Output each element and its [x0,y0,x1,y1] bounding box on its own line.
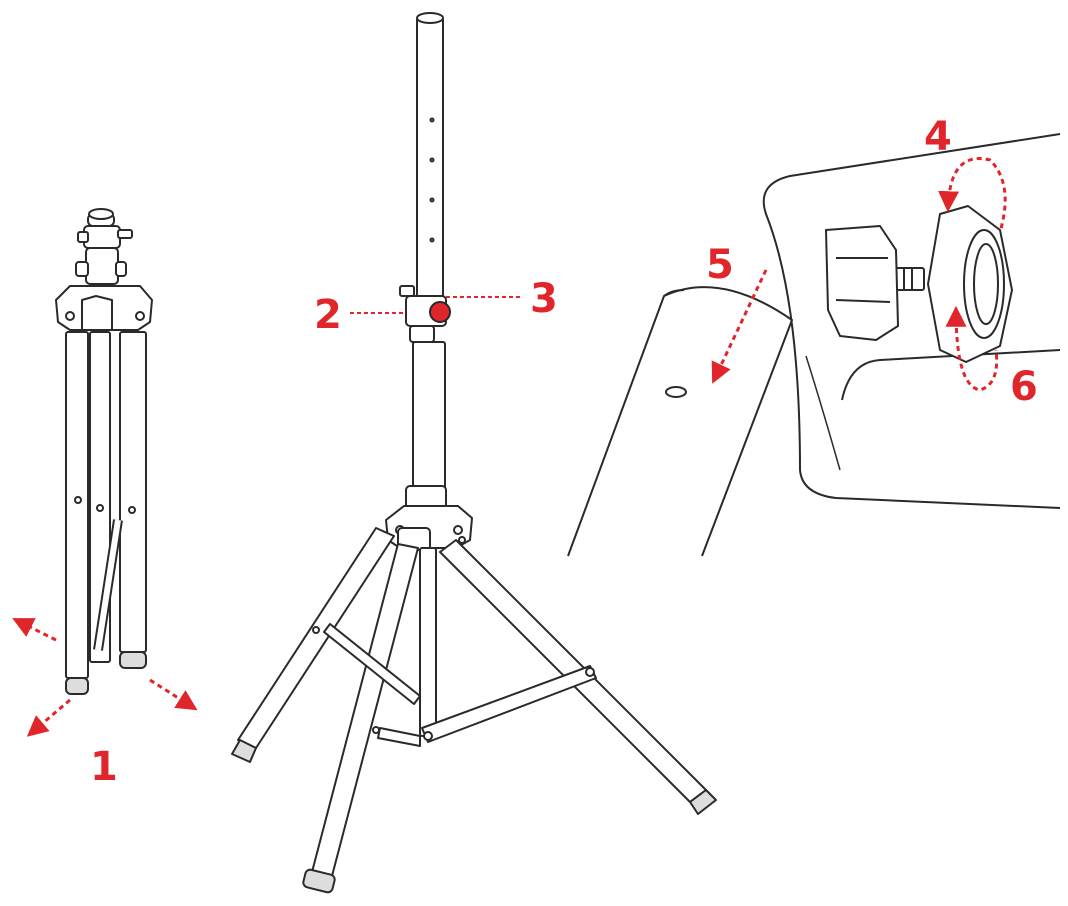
pole-tube [567,286,793,557]
erect-stand-braces [323,623,597,747]
inner-pole [416,17,444,311]
speaker-mount-cup [762,133,1061,509]
step-label-4: 4 [924,114,952,160]
step-2-3-callouts [350,296,520,314]
step-labels: 1 2 3 4 5 6 [90,114,1038,790]
step-label-2: 2 [314,292,342,338]
detail-knob [927,205,1013,363]
mount-bracket [825,225,899,341]
step-1-arrows [12,618,198,737]
erect-stand-legs [237,527,707,877]
outer-pole [412,341,446,493]
folded-stand-legs [65,331,147,679]
step-label-3: 3 [530,276,558,322]
locking-knob [429,301,451,323]
step-label-6: 6 [1010,364,1038,410]
step-label-1: 1 [90,744,118,790]
detail-view [567,133,1061,557]
folded-stand [55,208,153,695]
step-label-5: 5 [706,242,734,288]
detail-arrows [711,157,1007,392]
erect-stand [231,12,717,894]
folded-stand-top-clamp [75,208,133,285]
